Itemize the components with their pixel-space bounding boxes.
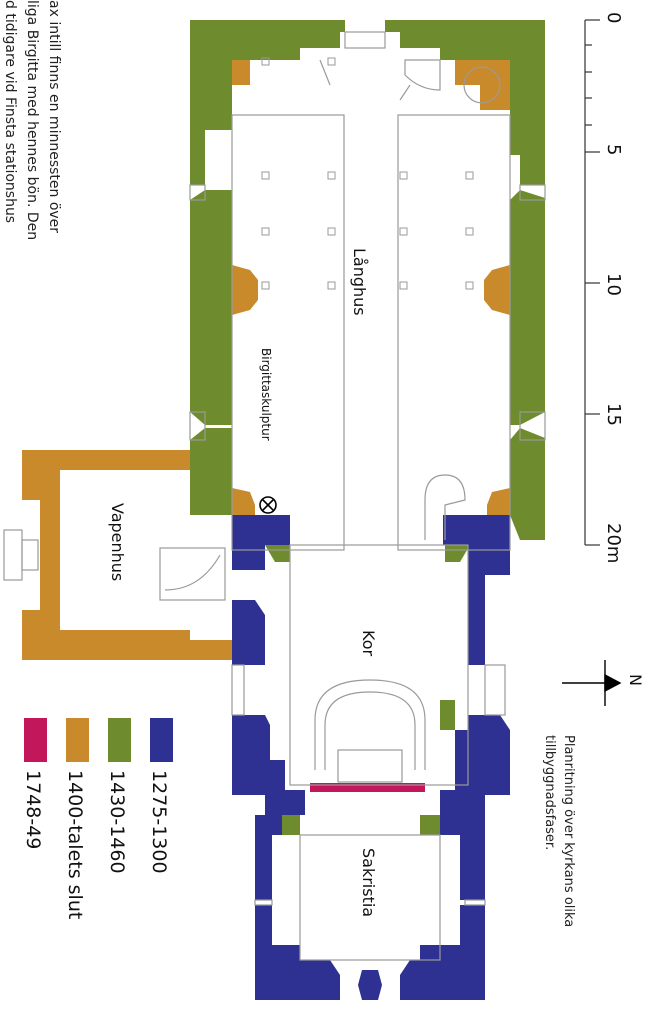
window-5 <box>231 664 245 716</box>
west-stair-left <box>404 59 441 91</box>
sacristy-right-mid <box>440 815 485 900</box>
sacristy-left-mid <box>255 815 282 900</box>
nave-pillar-markers <box>261 57 474 290</box>
phase-1275-1300-walls <box>232 515 510 1000</box>
plan-caption: Planritning över kyrkans olika tillbyggn… <box>542 735 576 928</box>
window-2 <box>189 411 206 441</box>
porch-stair <box>159 547 226 601</box>
phase-1400s-end-pieces <box>22 60 510 660</box>
label-sacristy: Sakristia <box>359 848 378 918</box>
tower-spiral <box>463 66 501 104</box>
chancel-corner-right <box>443 515 510 665</box>
window-8 <box>464 899 486 906</box>
legend-label-1748: 1748-49 <box>22 770 44 850</box>
north-label: N <box>626 674 645 686</box>
porch-door-reveal <box>21 539 39 571</box>
legend-label-1400s: 1400-talets slut <box>64 770 86 920</box>
chancel-left-wall <box>232 600 265 665</box>
altar <box>337 749 403 783</box>
side-text-line-1: ax intill finns en minnessten över <box>46 0 62 234</box>
legend-swatch-1400s <box>66 718 89 762</box>
nave-bench-left <box>231 114 345 551</box>
window-1 <box>189 184 206 201</box>
legend-swatch-1275 <box>150 718 173 762</box>
window-3 <box>519 184 546 201</box>
legend-swatches <box>24 718 173 762</box>
scale-tick-10: 10 <box>603 273 624 296</box>
altar-rail-inner <box>324 691 416 770</box>
sacristy-east-center <box>358 970 382 1000</box>
legend-swatch-1748 <box>24 718 47 762</box>
orange-corner-west-left <box>232 60 250 85</box>
legend-label-1275: 1275-1300 <box>148 770 170 874</box>
pulpit-stair <box>424 474 466 540</box>
west-wall-right <box>385 20 545 185</box>
label-sculpture: Birgittaskulptur <box>259 348 273 441</box>
west-wall-left <box>190 20 345 185</box>
plan-outlines <box>3 31 546 961</box>
scale-tick-20: 20m <box>603 523 624 564</box>
left-nave-wall-end <box>190 428 232 515</box>
scale-tick-0: 0 <box>603 12 624 24</box>
left-nave-wall-mid <box>190 190 232 425</box>
orange-corner-right-east <box>487 488 510 515</box>
magenta-wall <box>310 783 425 792</box>
green-corner-2 <box>445 545 470 562</box>
label-chancel: Kor <box>359 630 378 657</box>
green-corner-1 <box>265 545 290 562</box>
scale-bar <box>584 19 600 546</box>
scale-tick-15: 15 <box>603 403 624 426</box>
phase-1430-1460-walls <box>190 20 545 960</box>
label-nave: Långhus <box>350 248 369 316</box>
window-6 <box>484 664 506 716</box>
right-nave-wall-end <box>510 428 545 540</box>
window-4 <box>519 411 546 441</box>
door-leaf-1 <box>319 59 331 86</box>
green-corner-4 <box>420 815 440 835</box>
sculpture-marker <box>259 496 277 514</box>
right-nave-wall-mid <box>510 190 545 425</box>
scale-tick-5: 5 <box>603 144 624 156</box>
label-porch: Vapenhus <box>108 503 127 582</box>
porch-walls <box>22 450 232 660</box>
sacristy-right-bottom <box>400 905 485 1000</box>
north-arrow <box>562 660 622 706</box>
sacristy-interior <box>299 834 441 961</box>
west-door <box>344 31 386 49</box>
side-text-line-2: liga Birgitta med hennes bön. Den <box>24 0 40 241</box>
nave-bench-right <box>397 114 511 551</box>
orange-corner-left-east <box>232 488 255 515</box>
window-7 <box>254 899 273 906</box>
altar-rail-outer <box>314 679 426 770</box>
side-text-line-3: d tidigare vid Finsta stationshus <box>2 0 18 224</box>
green-corner-5 <box>282 815 300 835</box>
door-leaf-2 <box>399 84 411 101</box>
legend-label-1430: 1430-1460 <box>106 770 128 874</box>
orange-buttress-right <box>484 265 510 315</box>
orange-buttress-left <box>232 265 258 315</box>
sacristy-left-upper <box>232 715 305 815</box>
porch-stair-curve <box>164 554 221 591</box>
phase-1748-49 <box>310 783 425 792</box>
sacristy-left-bottom <box>255 905 340 1000</box>
legend-swatch-1430 <box>108 718 131 762</box>
sacristy-right-upper <box>440 715 510 815</box>
chancel-corner-left <box>232 515 290 570</box>
green-corner-8 <box>440 700 455 730</box>
chancel-outline <box>289 544 469 786</box>
porch-door <box>3 529 23 581</box>
